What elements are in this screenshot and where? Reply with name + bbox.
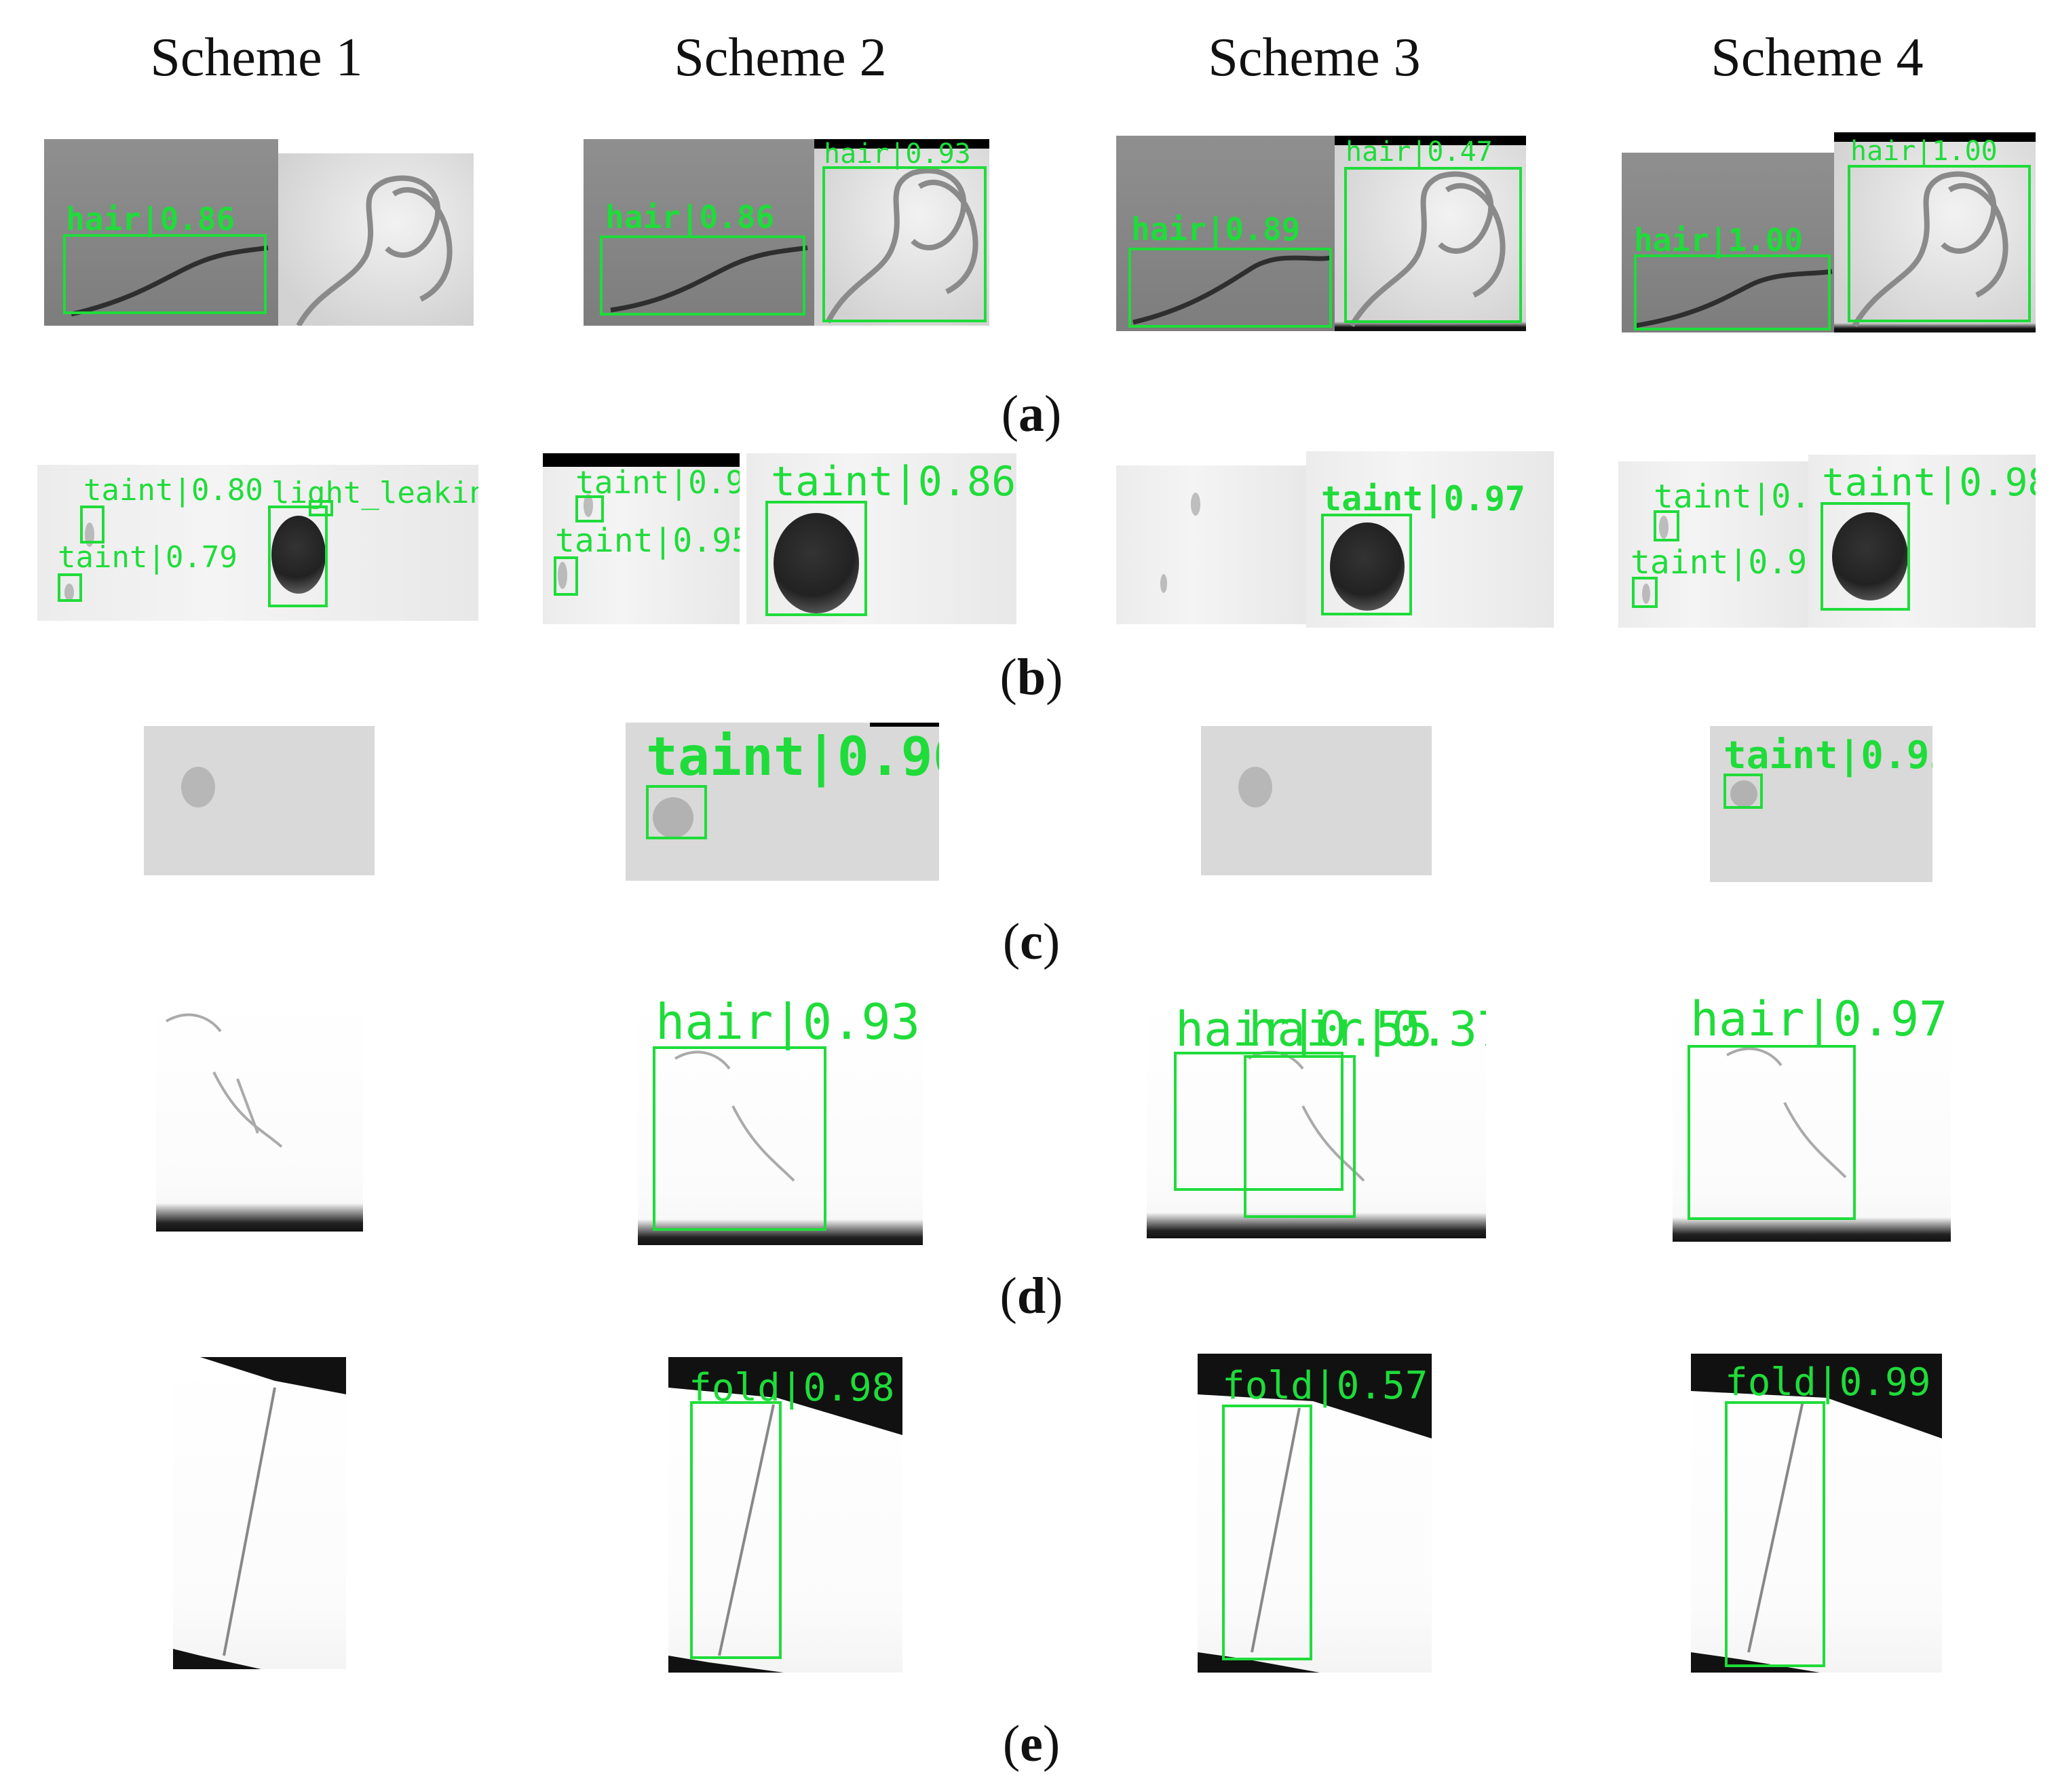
detection-label: hair|0.37 xyxy=(1249,1002,1486,1057)
detection-box xyxy=(1654,510,1679,541)
detection-label: taint|0.86 xyxy=(771,458,1016,506)
row-b-scheme3-left-image xyxy=(1116,465,1306,624)
detection-box xyxy=(690,1401,782,1659)
row-d-scheme2-image: hair|0.93 xyxy=(638,997,923,1245)
detection-label: taint|0.97 xyxy=(1321,479,1526,518)
row-b-scheme4-right-image: taint|0.98 xyxy=(1808,455,2036,628)
caption-e: (e) xyxy=(1002,1715,1061,1772)
row-a-scheme1-left-image: hair|0.86 xyxy=(44,139,278,326)
detection-box xyxy=(268,506,328,607)
detection-label: light_leaking xyxy=(271,476,478,510)
caption-d: (d) xyxy=(999,1267,1063,1324)
header-scheme-3: Scheme 3 xyxy=(1208,28,1421,88)
detection-box xyxy=(1848,165,2031,322)
detection-label: taint|0.79 xyxy=(58,540,237,575)
row-c-scheme1-image xyxy=(144,726,375,875)
detection-box xyxy=(1222,1405,1312,1660)
detection-box xyxy=(600,235,805,316)
detection-label: fold|0.99 xyxy=(1725,1360,1931,1405)
detection-box xyxy=(1634,254,1831,330)
detection-label: hair|1.00 xyxy=(1634,222,1804,259)
detection-box xyxy=(63,234,267,314)
row-b-scheme3-right-image: taint|0.97 xyxy=(1306,451,1554,628)
detection-box xyxy=(309,500,333,516)
detection-label: hair|1.00 xyxy=(1850,136,1998,167)
detection-box xyxy=(646,785,707,839)
detection-label: taint|0.95 xyxy=(1723,733,1932,778)
row-e-scheme4-image: fold|0.99 xyxy=(1691,1354,1942,1673)
detection-label: fold|0.98 xyxy=(689,1366,895,1410)
row-d-scheme4-image: hair|0.97 xyxy=(1673,994,1951,1242)
detection-box xyxy=(1128,248,1332,328)
detection-label: hair|0.89 xyxy=(1131,211,1301,248)
detection-label: taint|0.98 xyxy=(1822,461,2036,505)
detection-box xyxy=(575,495,604,522)
detection-label: hair|0.93 xyxy=(824,139,971,170)
caption-c: (c) xyxy=(1002,913,1061,970)
row-a-scheme1-right-image xyxy=(278,153,474,326)
detection-box xyxy=(822,166,987,322)
detection-label: hair|0.47 xyxy=(1346,136,1493,168)
detection-label: hair|0.55 xyxy=(1175,1002,1433,1057)
detection-label: taint|0.95 xyxy=(555,522,740,560)
row-c-scheme2-image: taint|0.96 xyxy=(626,723,939,881)
detection-label: hair|0.93 xyxy=(655,997,921,1050)
row-e-scheme3-image: fold|0.57 xyxy=(1198,1354,1432,1673)
row-a-scheme4-left-image: hair|1.00 xyxy=(1622,153,1834,332)
header-scheme-1: Scheme 1 xyxy=(150,28,363,88)
detection-label: taint|0.96 xyxy=(646,727,939,788)
row-b-scheme2-left-image: taint|0.91 taint|0.95 xyxy=(543,453,740,624)
header-scheme-2: Scheme 2 xyxy=(674,28,887,88)
detection-box xyxy=(1344,167,1522,323)
detection-box xyxy=(1725,1401,1825,1667)
row-e-scheme1-image xyxy=(173,1357,346,1669)
detection-box xyxy=(554,556,578,596)
detection-box xyxy=(1244,1055,1356,1218)
row-b-scheme1-image: taint|0.80 taint|0.79 light_leaking xyxy=(37,465,478,621)
detection-box xyxy=(1821,502,1910,611)
row-a-scheme4-right-image: hair|1.00 xyxy=(1834,132,2036,332)
detection-label: hair|0.97 xyxy=(1690,994,1948,1047)
detection-label: taint|0.91 xyxy=(1631,544,1808,582)
detection-box xyxy=(1174,1052,1344,1191)
row-a-scheme2-left-image: hair|0.86 xyxy=(584,139,818,326)
detection-box xyxy=(765,501,867,616)
detection-label: taint|0.80 xyxy=(83,473,263,508)
detection-box xyxy=(1632,577,1658,608)
detection-label: fold|0.57 xyxy=(1222,1364,1428,1408)
detection-box xyxy=(1321,514,1412,615)
detection-box xyxy=(1723,774,1763,809)
detection-box xyxy=(653,1046,826,1231)
detection-box xyxy=(80,506,104,544)
detection-box xyxy=(58,573,82,602)
detection-label: hair|0.86 xyxy=(605,199,775,235)
detection-label: taint|0.91 xyxy=(575,464,740,501)
row-b-scheme2-right-image: taint|0.86 xyxy=(746,453,1016,624)
row-b-scheme4-left-image: taint|0.91 taint|0.91 xyxy=(1618,461,1808,628)
detection-label: hair|0.86 xyxy=(66,201,235,237)
header-scheme-4: Scheme 4 xyxy=(1711,28,1924,88)
row-d-scheme1-image xyxy=(156,997,363,1232)
row-a-scheme3-left-image: hair|0.89 xyxy=(1116,136,1335,331)
row-c-scheme4-image: taint|0.95 xyxy=(1710,726,1932,882)
row-c-scheme3-image xyxy=(1201,726,1432,875)
row-a-scheme2-right-image: hair|0.93 xyxy=(814,139,989,326)
caption-b: (b) xyxy=(999,649,1063,706)
row-a-scheme3-right-image: hair|0.47 xyxy=(1335,136,1526,331)
caption-a: (a) xyxy=(1001,385,1062,442)
detection-label: taint|0.91 xyxy=(1654,478,1808,516)
row-d-scheme3-image: hair|0.55 hair|0.37 xyxy=(1147,997,1486,1238)
detection-box xyxy=(1688,1045,1856,1220)
row-e-scheme2-image: fold|0.98 xyxy=(668,1357,902,1673)
